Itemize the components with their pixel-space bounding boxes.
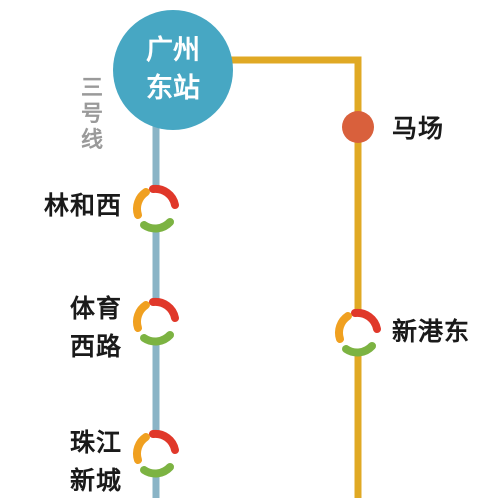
station-name: 马场 — [392, 114, 445, 143]
hub-name-line1: 广州 — [146, 35, 200, 66]
connecting-line-track — [228, 56, 362, 498]
line3-label-char: 号 — [80, 102, 103, 127]
station-label-linhexi[interactable]: 林和西 — [22, 187, 122, 225]
station-name: 林和西 — [43, 191, 122, 220]
line3-label: 三 号 线 — [78, 76, 106, 154]
line3-label-char: 三 — [80, 76, 103, 101]
station-label-xingangdong[interactable]: 新港东 — [392, 313, 470, 351]
station-dot-machang — [342, 111, 374, 143]
interchange-icon — [334, 308, 381, 357]
station-name: 新港东 — [392, 317, 471, 346]
station-label-tiyuxilu[interactable]: 体育 西路 — [22, 290, 122, 366]
station-name: 珠江 — [69, 428, 122, 457]
station-name: 新城 — [69, 466, 122, 495]
interchange-icon — [132, 184, 179, 233]
station-name: 西路 — [69, 332, 122, 361]
hub-station-guangzhou-east[interactable]: 广州 东站 — [113, 10, 233, 130]
hub-name-line2: 东站 — [146, 73, 200, 104]
station-name: 体育 — [69, 294, 122, 323]
interchange-icon — [132, 429, 179, 478]
station-label-zhujiangxincheng[interactable]: 珠江 新城 — [22, 424, 122, 500]
station-label-machang[interactable]: 马场 — [392, 110, 444, 148]
line3-label-char: 线 — [80, 128, 103, 153]
interchange-icon — [132, 297, 179, 346]
